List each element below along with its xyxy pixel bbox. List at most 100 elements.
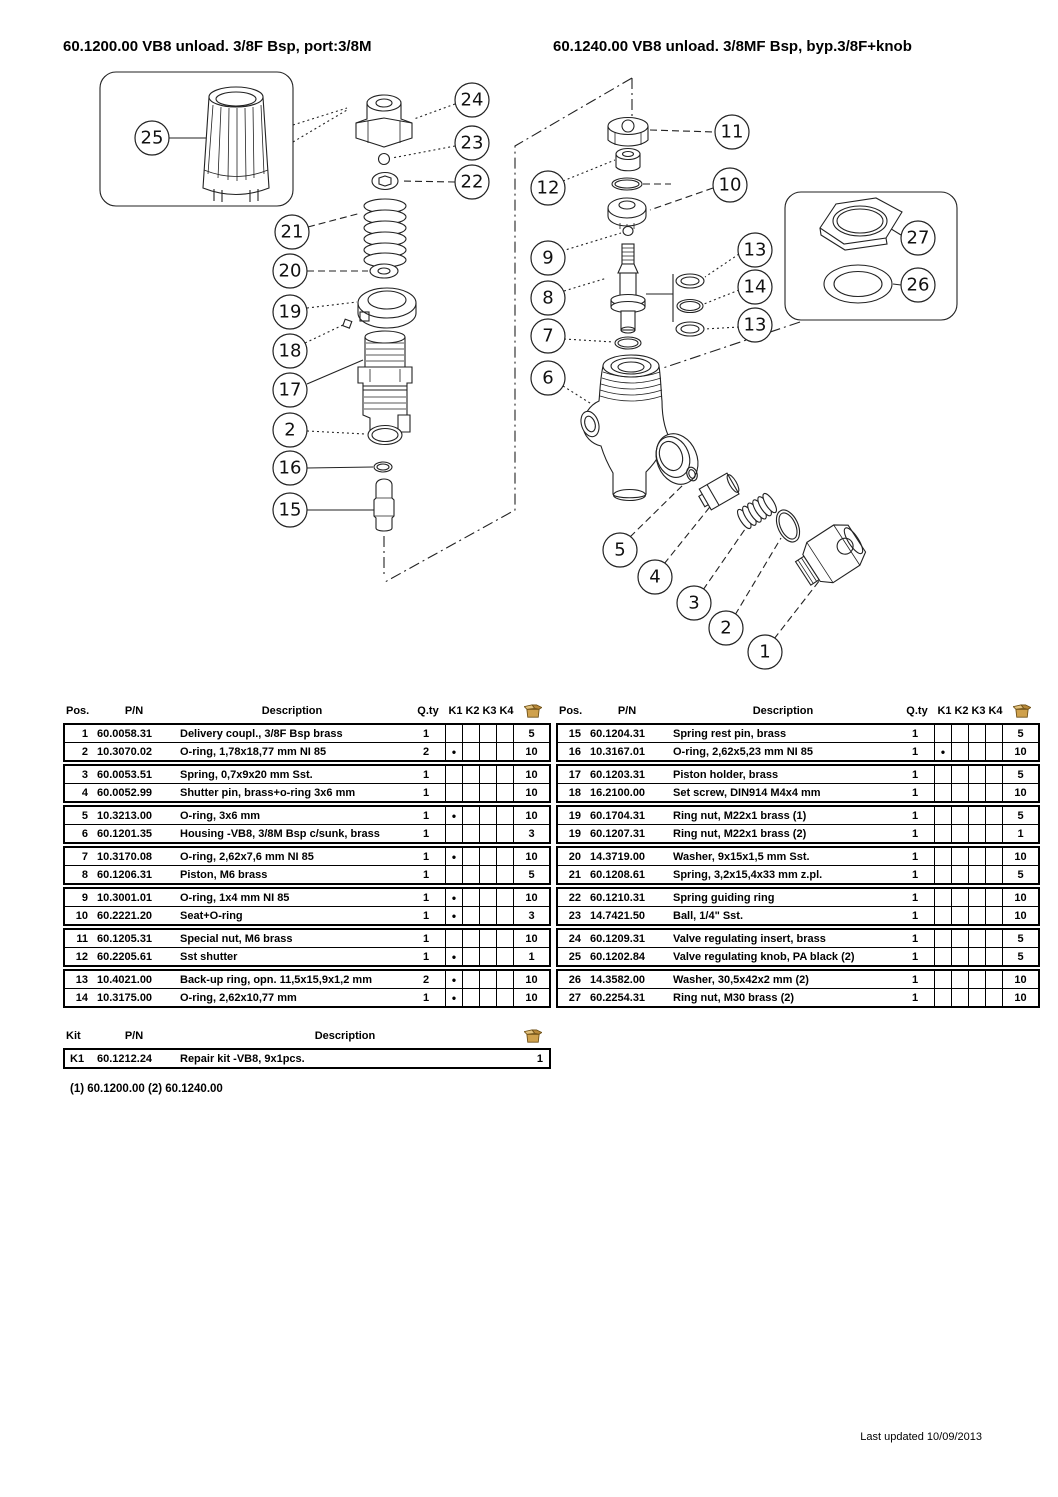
cell-box: 10 (1002, 889, 1038, 906)
cell-k (479, 866, 496, 883)
spring-rest-pin-part (373, 478, 395, 532)
cell-desc: O-ring, 1x4 mm NI 85 (180, 891, 290, 904)
cell-qty: 2 (422, 745, 430, 758)
cell-pn: 60.2254.31 (590, 991, 646, 1004)
cell-pos: 15 (568, 727, 581, 740)
cell-box: 5 (1002, 807, 1038, 824)
cell-pn: 60.1704.31 (590, 809, 646, 822)
header-k1: K1 (937, 705, 952, 717)
callout-27: 27 (900, 220, 936, 256)
cell-pos: 16 (568, 745, 581, 758)
oring-5-part (686, 466, 698, 482)
kit-footnote: (1) 60.1200.00 (2) 60.1240.00 (70, 1083, 223, 1095)
cell-k (985, 989, 1002, 1006)
set-screw-part (342, 318, 353, 329)
cell-k (968, 725, 985, 742)
cell-k (985, 848, 1002, 865)
ringnut-detail-box (784, 191, 958, 321)
ball-9-part (622, 225, 634, 237)
cell-box: 10 (513, 784, 549, 801)
cell-pn: 60.1201.35 (97, 827, 153, 840)
cell-qty: 1 (911, 932, 919, 945)
cell-k (462, 784, 479, 801)
svg-text:7: 7 (542, 326, 553, 347)
cell-qty: 1 (422, 727, 430, 740)
cell-pn: 60.1210.31 (590, 891, 646, 904)
oring-10-part (611, 177, 643, 191)
cell-k (951, 989, 968, 1006)
cell-qty: 1 (911, 809, 919, 822)
cell-box: 10 (1002, 743, 1038, 760)
leader-lines (169, 103, 902, 640)
cell-box: 10 (513, 889, 549, 906)
cell-qty: 1 (911, 868, 919, 881)
special-nut-part (607, 116, 649, 147)
regulating-insert-part (355, 94, 413, 148)
cell-k (934, 971, 951, 988)
cell-k (951, 784, 968, 801)
cell-pn: 14.3719.00 (590, 850, 646, 863)
svg-text:20: 20 (279, 261, 302, 282)
cell-k (951, 948, 968, 965)
svg-text:21: 21 (281, 222, 304, 243)
cell-k (462, 848, 479, 865)
cell-k: • (445, 848, 462, 865)
callout-22: 22 (454, 164, 490, 200)
header-k3: K3 (971, 705, 986, 717)
cell-k (462, 930, 479, 947)
header-pos: Pos. (66, 705, 90, 717)
svg-text:13: 13 (744, 315, 767, 336)
cell-pn: 60.1205.31 (97, 932, 153, 945)
right-assembly-title: 60.1240.00 VB8 unload. 3/8MF Bsp, byp.3/… (553, 38, 912, 55)
cell-desc: Ring nut, M30 brass (2) (673, 991, 795, 1004)
cell-box: 5 (1002, 866, 1038, 883)
cell-desc: Housing -VB8, 3/8M Bsp c/sunk, brass (180, 827, 380, 840)
cell-desc: Sst shutter (180, 950, 238, 963)
cell-k (968, 930, 985, 947)
cell-k (462, 907, 479, 924)
cell-k (462, 866, 479, 883)
cell-box: 10 (513, 971, 549, 988)
cell-desc: O-ring, 3x6 mm (180, 809, 261, 822)
cell-k (479, 989, 496, 1006)
callout-10: 10 (712, 167, 748, 203)
cell-k (951, 743, 968, 760)
svg-text:2: 2 (720, 618, 731, 639)
cell-qty: 1 (422, 827, 430, 840)
cell-desc: O-ring, 2,62x10,77 mm (180, 991, 297, 1004)
cell-desc: Repair kit -VB8, 9x1pcs. (180, 1052, 305, 1065)
cell-k (951, 848, 968, 865)
callout-11: 11 (714, 114, 750, 150)
cell-k (951, 725, 968, 742)
cell-box: 10 (513, 930, 549, 947)
svg-text:10: 10 (719, 175, 742, 196)
cell-box: 1 (1002, 825, 1038, 842)
cell-pn: 60.0053.51 (97, 768, 153, 781)
box-icon (1004, 704, 1040, 718)
cell-k (479, 725, 496, 742)
cell-desc: Special nut, M6 brass (180, 932, 293, 945)
svg-text:22: 22 (461, 172, 484, 193)
cell-pn: 10.3175.00 (97, 991, 153, 1004)
cell-k: • (445, 889, 462, 906)
cell-box: 3 (513, 907, 549, 924)
svg-text:2: 2 (284, 420, 295, 441)
cell-desc: Ball, 1/4" Sst. (673, 909, 744, 922)
callout-20: 20 (272, 253, 308, 289)
piston-holder-part (357, 330, 413, 433)
cell-pos: 4 (81, 786, 88, 799)
cell-k (968, 989, 985, 1006)
sst-shutter-part (615, 147, 641, 172)
callout-19: 19 (272, 294, 308, 330)
cell-desc: O-ring, 2,62x7,6 mm NI 85 (180, 850, 314, 863)
cell-box: 10 (1002, 907, 1038, 924)
callout-18: 18 (272, 333, 308, 369)
cell-pn: 60.1209.31 (590, 932, 646, 945)
cell-desc: Delivery coupl., 3/8F Bsp brass (180, 727, 343, 740)
